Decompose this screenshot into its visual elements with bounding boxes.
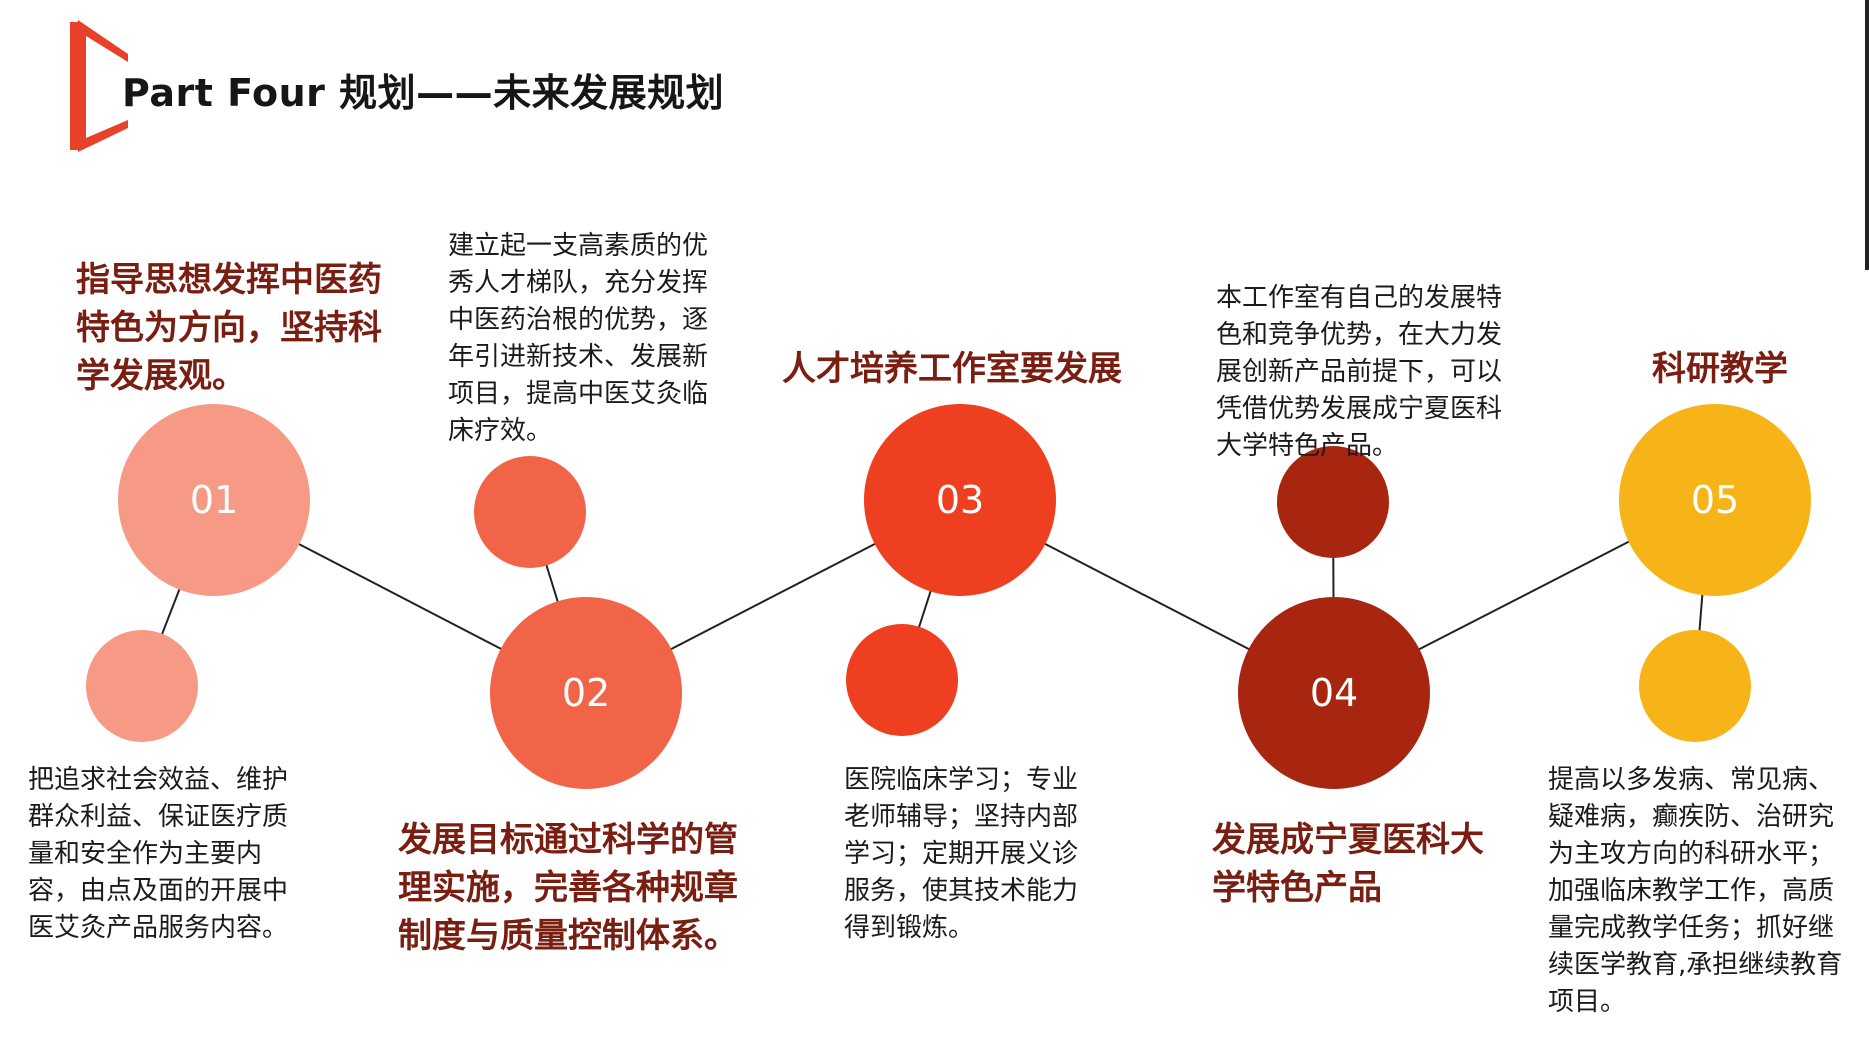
page-title: Part Four 规划——未来发展规划 (122, 71, 725, 115)
node-04-circle (1238, 597, 1430, 789)
node-03-number: 03 (935, 478, 985, 522)
node-03-circle (864, 404, 1056, 596)
node-03-description: 医院临床学习；专业老师辅导；坚持内部学习；定期开展义诊服务，使其技术能力得到锻炼… (844, 765, 1079, 943)
node-04-satellite (1277, 446, 1389, 558)
node-02-circle (490, 597, 682, 789)
node-01-description: 把追求社会效益、维护群众利益、保证医疗质量和安全作为主要内容，由点及面的开展中医… (28, 765, 289, 943)
node-03-satellite (846, 624, 958, 736)
node-05-heading: 科研教学 (1652, 349, 1788, 389)
node-05-number: 05 (1690, 478, 1740, 522)
node-02-satellite (474, 456, 586, 568)
node-02-number: 02 (561, 671, 611, 715)
node-02-heading: 发展目标通过科学的管理实施，完善各种规章制度与质量控制体系。 (398, 820, 738, 956)
node-01-number: 01 (189, 478, 239, 522)
node-02-description: 建立起一支高素质的优秀人才梯队，充分发挥中医药治根的优势，逐年引进新技术、发展新… (448, 231, 709, 446)
node-01-circle (118, 404, 310, 596)
node-04-heading: 发展成宁夏医科大学特色产品 (1212, 820, 1484, 908)
node-05-circle (1619, 404, 1811, 596)
node-01-satellite (86, 630, 198, 742)
node-04-description: 本工作室有自己的发展特色和竞争优势，在大力发展创新产品前提下，可以凭借优势发展成… (1216, 283, 1503, 461)
logo-bracket-icon (70, 20, 128, 152)
node-03-heading: 人才培养工作室要发展 (782, 349, 1122, 389)
slide-edge-divider (1865, 0, 1869, 270)
node-05-satellite (1639, 630, 1751, 742)
node-01-heading: 指导思想发挥中医药特色为方向，坚持科学发展观。 (76, 260, 382, 396)
node-04-number: 04 (1309, 671, 1359, 715)
node-05-description: 提高以多发病、常见病、疑难病，癫疾防、治研究为主攻方向的科研水平；加强临床教学工… (1548, 765, 1843, 1017)
